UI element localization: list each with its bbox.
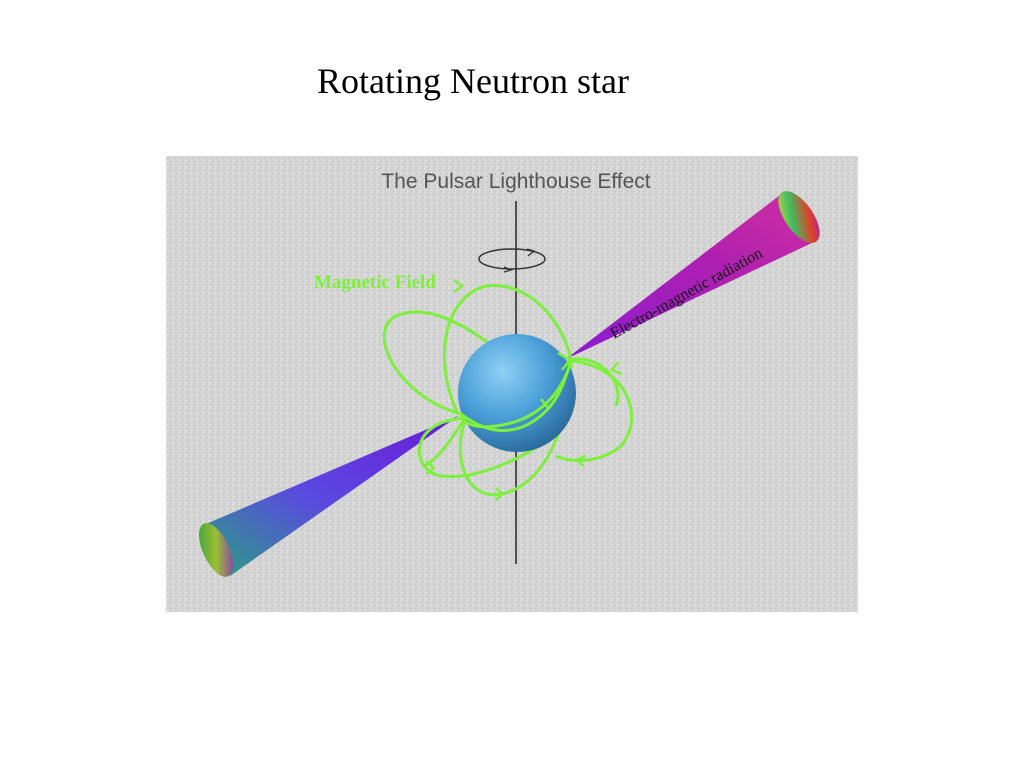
radiation-beam-lower	[198, 416, 458, 577]
magnetic-field-lines-front	[459, 360, 573, 432]
field-arrow-icons	[425, 279, 623, 501]
neutron-star	[458, 334, 576, 452]
magnetic-field-label: Magnetic Field	[314, 272, 436, 293]
figure-heading: The Pulsar Lighthouse Effect	[381, 170, 650, 193]
pulsar-diagram: The Pulsar Lighthouse Effect	[166, 156, 858, 612]
pulsar-figure: The Pulsar Lighthouse Effect	[166, 156, 858, 612]
slide-title: Rotating Neutron star	[317, 61, 629, 101]
radiation-beam-upper	[566, 191, 820, 359]
rotation-arrow-icon	[478, 248, 546, 273]
